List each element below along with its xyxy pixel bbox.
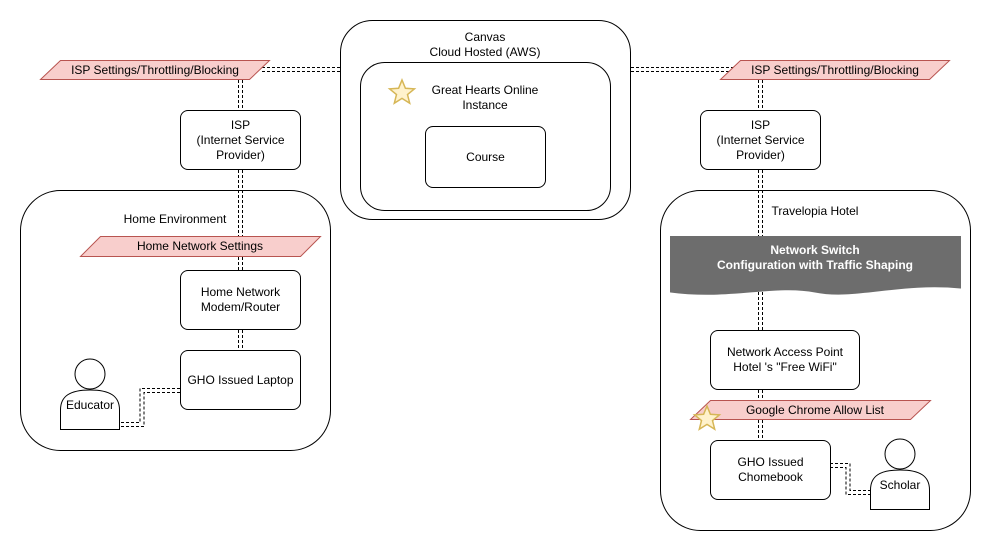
educator-label: Educator [65,398,115,412]
home-modem-line2: Modem/Router [200,300,281,314]
access-point-box[interactable]: Network Access Point Hotel 's "Free WiFi… [710,330,860,390]
left-isp-settings-label: ISP Settings/Throttling/Blocking [71,62,239,77]
connectors [121,67,871,495]
instance-title: Great Hearts Online Instance [415,83,555,113]
network-switch-line2: Configuration with Traffic Shaping [717,258,913,272]
hotel-title: Travelopia Hotel [771,204,859,218]
chromebook-line1: GHO Issued [737,455,804,469]
right-isp-line3: Provider) [736,147,785,162]
instance-title-line2: Instance [462,98,508,112]
right-isp-settings-label: ISP Settings/Throttling/Blocking [751,62,919,77]
home-modem-box[interactable]: Home Network Modem/Router [180,270,301,330]
star-icon [692,404,722,431]
person-icon [60,358,120,430]
cloud-title-line2: Cloud Hosted (AWS) [429,45,541,59]
right-isp-box[interactable]: ISP (Internet Service Provider) [700,110,821,170]
star-icon [387,78,417,105]
allow-list[interactable]: Google Chrome Allow List [700,400,930,420]
left-isp-settings-shape [39,60,271,80]
home-network-settings-label: Home Network Settings [136,238,264,253]
chromebook-line2: Chomebook [738,470,803,484]
home-environment-title: Home Environment [123,212,227,226]
access-point-line2: Hotel 's "Free WiFi" [733,360,837,374]
left-isp-line1: ISP [230,117,251,132]
course-label: Course [466,149,505,164]
access-point-line1: Network Access Point [726,345,844,359]
network-switch-shape [670,236,961,295]
person-icon [870,438,930,510]
right-isp-line2: (Internet Service [716,132,805,147]
allow-list-label: Google Chrome Allow List [745,402,885,417]
course-box[interactable]: Course [425,126,546,188]
home-network-settings[interactable]: Home Network Settings [80,236,320,256]
chromebook-box[interactable]: GHO Issued Chomebook [710,440,831,500]
right-isp-settings[interactable]: ISP Settings/Throttling/Blocking [720,60,950,80]
laptop-label: GHO Issued Laptop [187,372,294,387]
left-isp-box[interactable]: ISP (Internet Service Provider) [180,110,301,170]
laptop-box[interactable]: GHO Issued Laptop [180,350,301,410]
right-isp-settings-shape [719,60,951,80]
cloud-title-line1: Canvas [464,30,506,44]
home-modem-line1: Home Network [200,285,281,299]
right-isp-line1: ISP [750,117,771,132]
left-isp-settings[interactable]: ISP Settings/Throttling/Blocking [40,60,270,80]
left-isp-line2: (Internet Service [196,132,285,147]
instance-title-line1: Great Hearts Online [431,83,539,97]
network-switch[interactable]: Network Switch Configuration with Traffi… [670,243,960,273]
left-isp-line3: Provider) [216,147,265,162]
network-switch-line1: Network Switch [770,243,860,257]
cloud-title: Canvas Cloud Hosted (AWS) [340,30,630,60]
home-network-settings-shape [79,236,322,257]
allow-list-shape [689,400,932,420]
scholar-label: Scholar [879,478,921,492]
